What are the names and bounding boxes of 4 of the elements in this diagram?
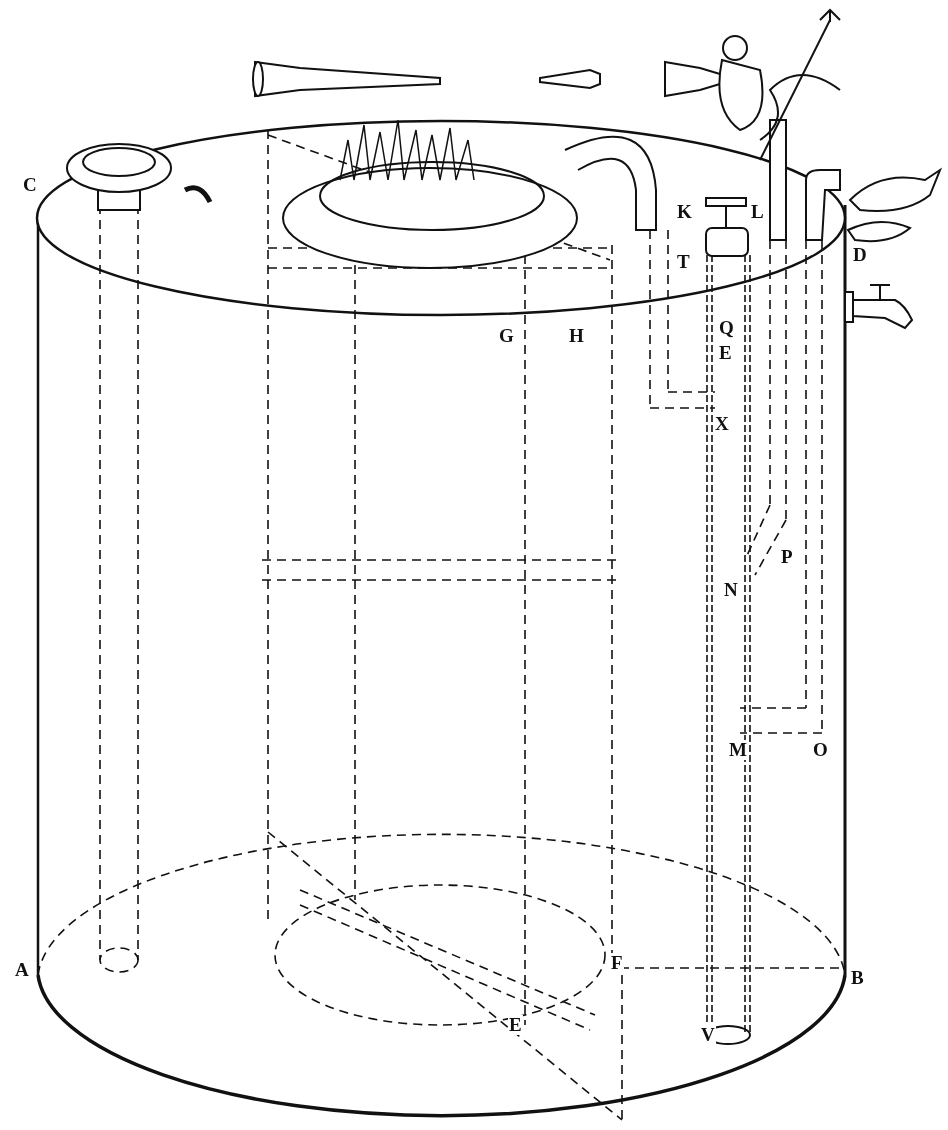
part-letter: M [728,740,748,760]
part-letter: Q [718,318,735,338]
part-letter: V [700,1025,716,1045]
part-letter: E [508,1015,523,1035]
